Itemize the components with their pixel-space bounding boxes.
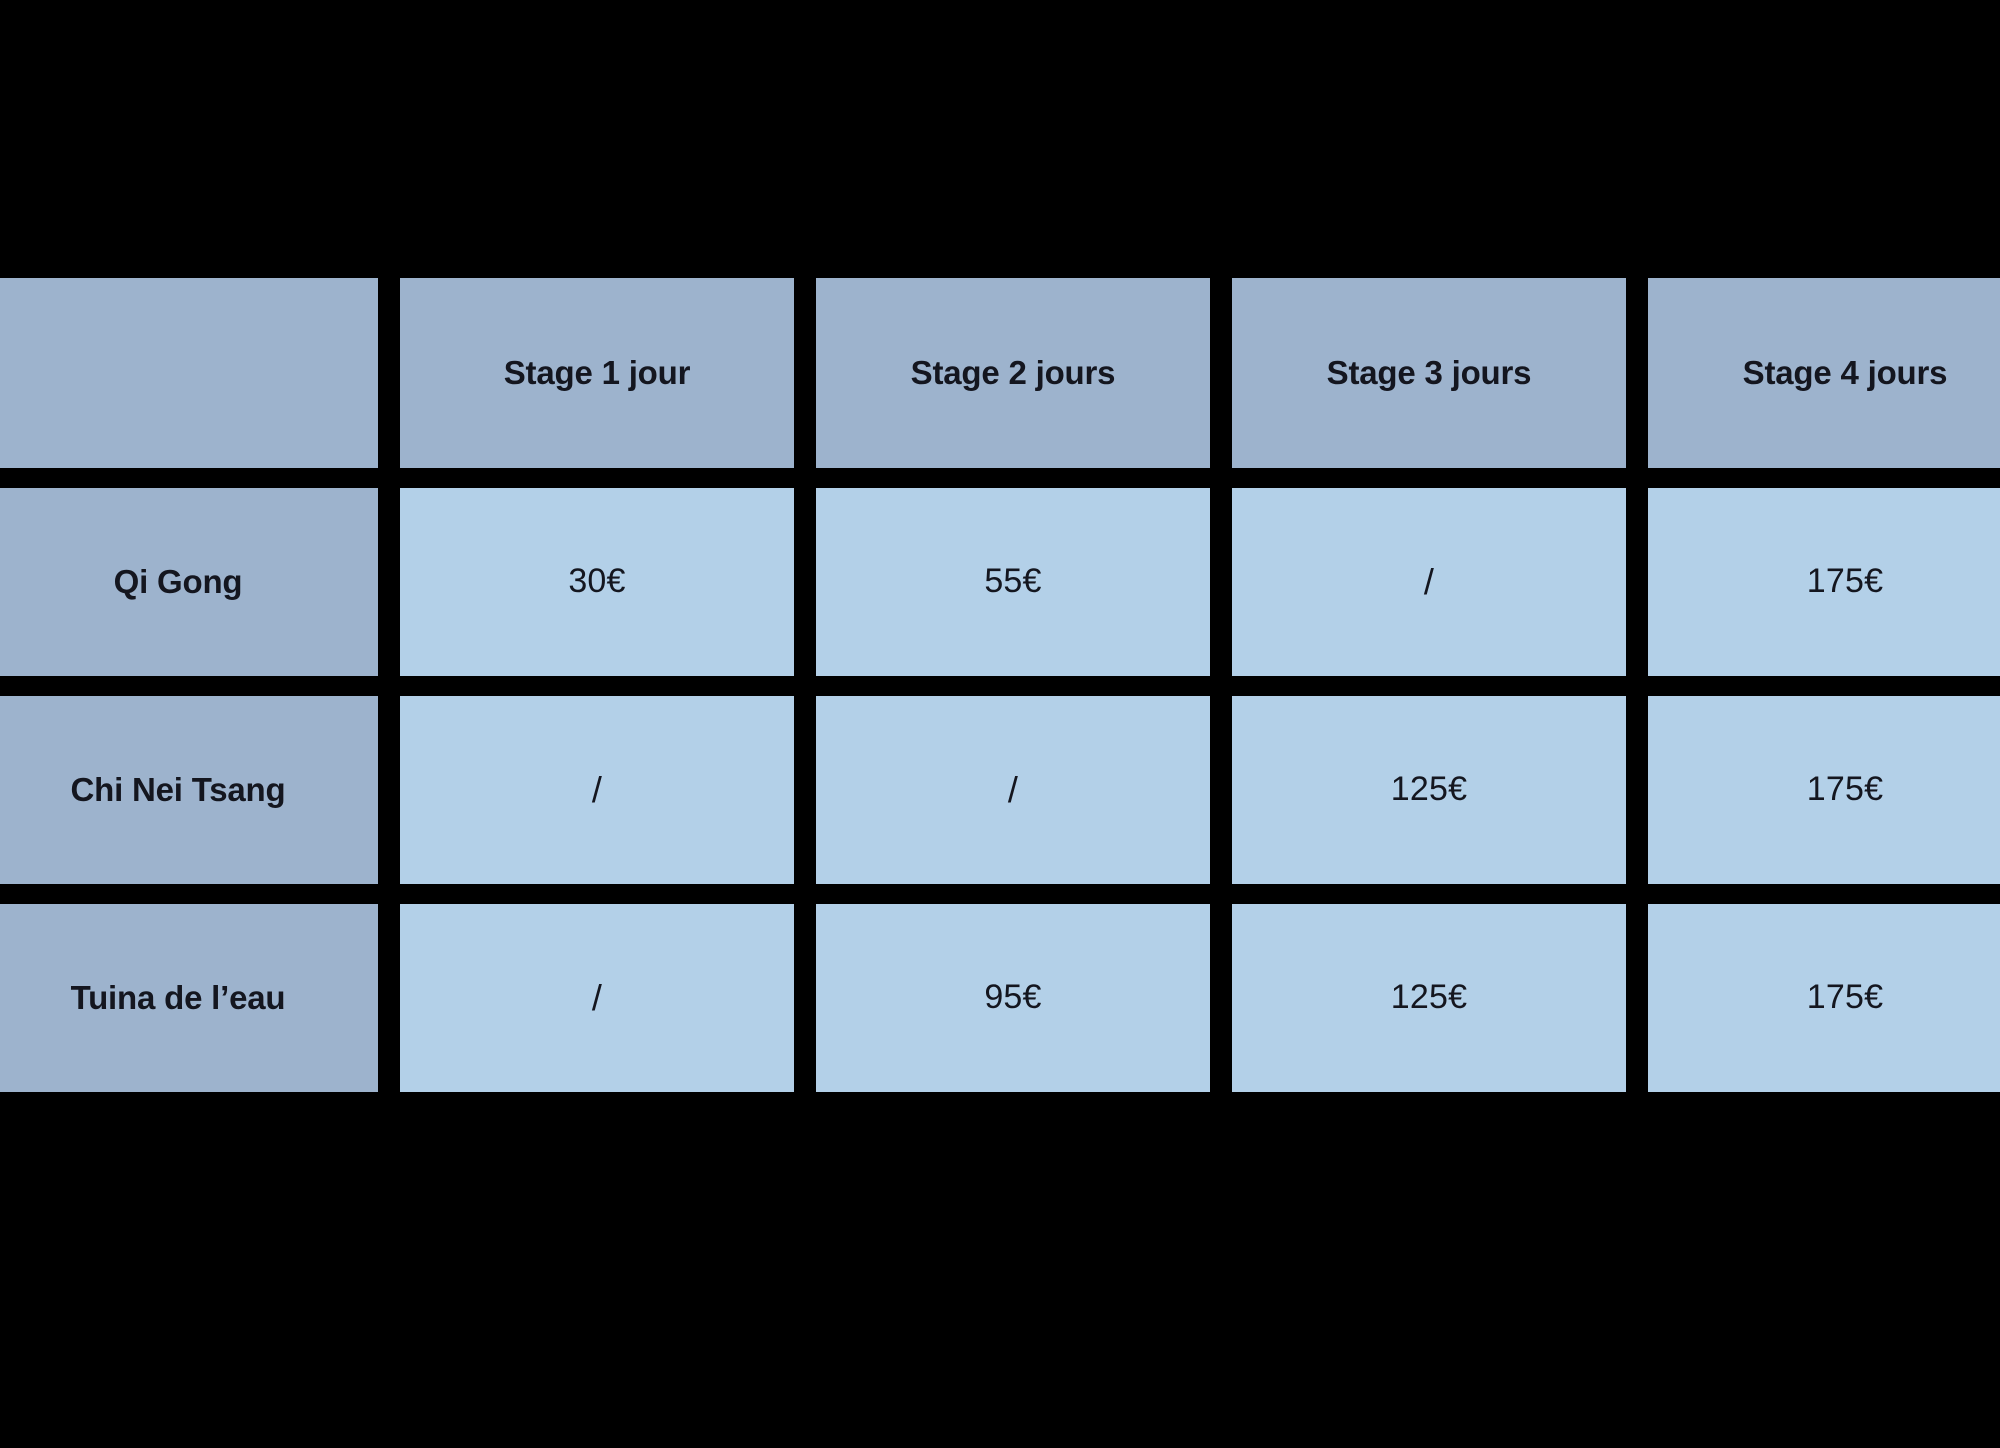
column-header-stage-2: Stage 2 jours: [816, 278, 1210, 468]
table-cell-value: 125€: [1390, 770, 1468, 809]
column-header-label: Stage 2 jours: [910, 353, 1116, 391]
table-cell-value: 175€: [1806, 978, 1884, 1017]
table-cell-value: 175€: [1806, 770, 1884, 809]
table-cell-qi-gong-stage-4: 175€: [1648, 488, 2000, 676]
table-cell-chi-nei-tsang-stage-2: /: [816, 696, 1210, 884]
table-cell-tuina-de-leau-stage-1: /: [400, 904, 794, 1092]
table-cell-tuina-de-leau-stage-2: 95€: [816, 904, 1210, 1092]
column-header-stage-4: Stage 4 jours: [1648, 278, 2000, 468]
table-cell-value: /: [1423, 561, 1435, 603]
column-header-stage-1: Stage 1 jour: [400, 278, 794, 468]
table-corner-cell: [0, 278, 378, 468]
table-cell-qi-gong-stage-3: /: [1232, 488, 1626, 676]
table-cell-qi-gong-stage-2: 55€: [816, 488, 1210, 676]
table-cell-value: /: [591, 769, 603, 811]
row-header-tuina-de-leau: Tuina de l’eau: [0, 904, 378, 1092]
row-header-label: Qi Gong: [113, 562, 243, 600]
table-cell-chi-nei-tsang-stage-3: 125€: [1232, 696, 1626, 884]
pricing-table: Stage 1 jour Stage 2 jours Stage 3 jours…: [0, 278, 2000, 1092]
table-cell-value: /: [591, 977, 603, 1019]
row-header-qi-gong: Qi Gong: [0, 488, 378, 676]
table-cell-tuina-de-leau-stage-3: 125€: [1232, 904, 1626, 1092]
row-header-label: Chi Nei Tsang: [70, 770, 286, 808]
table-cell-tuina-de-leau-stage-4: 175€: [1648, 904, 2000, 1092]
column-header-label: Stage 4 jours: [1742, 353, 1948, 391]
column-header-label: Stage 3 jours: [1326, 353, 1532, 391]
column-header-stage-3: Stage 3 jours: [1232, 278, 1626, 468]
table-cell-value: 175€: [1806, 562, 1884, 601]
table-cell-chi-nei-tsang-stage-1: /: [400, 696, 794, 884]
table-cell-qi-gong-stage-1: 30€: [400, 488, 794, 676]
table-cell-value: 95€: [984, 978, 1042, 1017]
table-cell-value: /: [1007, 769, 1019, 811]
table-cell-value: 55€: [984, 562, 1042, 601]
column-header-label: Stage 1 jour: [503, 353, 691, 391]
table-cell-chi-nei-tsang-stage-4: 175€: [1648, 696, 2000, 884]
table-cell-value: 30€: [568, 562, 626, 601]
row-header-label: Tuina de l’eau: [70, 978, 286, 1016]
row-header-chi-nei-tsang: Chi Nei Tsang: [0, 696, 378, 884]
table-cell-value: 125€: [1390, 978, 1468, 1017]
